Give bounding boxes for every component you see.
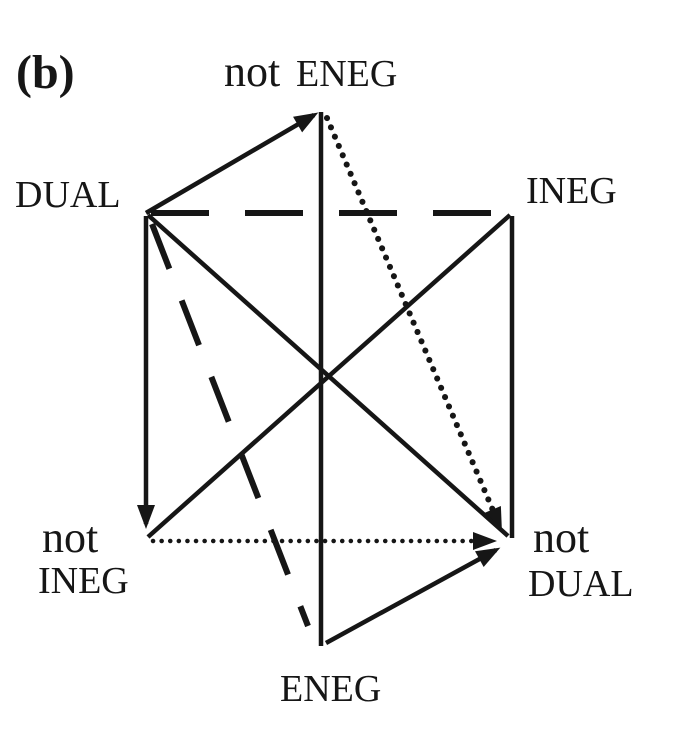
label-ineg: INEG xyxy=(526,170,617,212)
edge-dual-to-not-eneg xyxy=(144,112,319,215)
label-dual: DUAL xyxy=(15,174,121,216)
label-not-dual-not: not xyxy=(533,513,589,562)
label-not-eneg-not: not xyxy=(224,47,280,96)
label-not-dual-dual: DUAL xyxy=(528,563,634,605)
label-eneg: ENEG xyxy=(280,668,381,710)
label-not-eneg-eneg: ENEG xyxy=(296,53,397,95)
edge-eneg-to-not-dual xyxy=(324,547,501,645)
panel-label: (b) xyxy=(16,46,75,99)
label-not-ineg-ineg: INEG xyxy=(38,560,129,602)
edge-not-eneg-to-not-dual xyxy=(324,115,503,532)
edge-ineg-to-not-ineg xyxy=(146,213,512,539)
edge-dual-to-eneg xyxy=(149,222,311,628)
label-not-ineg-not: not xyxy=(42,513,98,562)
